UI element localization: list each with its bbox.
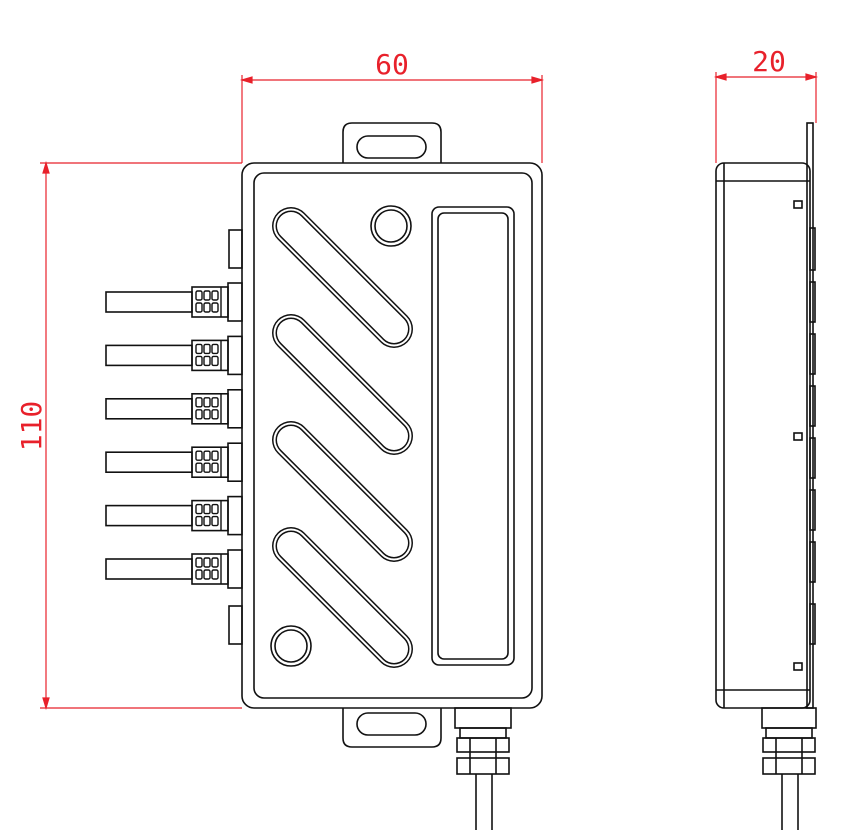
round-hole-bottom [270, 625, 312, 667]
side-housing [715, 162, 811, 709]
connector-1 [105, 282, 243, 322]
side-cable-gland [761, 707, 817, 830]
bottom-mounting-tab [342, 708, 442, 748]
depth-dimension [713, 72, 819, 163]
connector-2 [105, 335, 243, 376]
diagonal-slot-1 [272, 207, 413, 348]
side-ribs [809, 227, 816, 645]
diagonal-slot-2 [272, 314, 413, 455]
side-stud-bottom [228, 605, 243, 645]
side-marker-bottom [793, 662, 803, 671]
height-dimension [40, 160, 242, 711]
diagonal-slot-3 [272, 421, 413, 562]
connector-4 [105, 442, 243, 483]
front-view [105, 122, 543, 830]
left-connectors [105, 282, 243, 589]
connector-6 [105, 549, 243, 589]
side-marker-mid [793, 432, 803, 441]
housing-outer [241, 162, 543, 709]
width-dimension [239, 75, 545, 163]
housing-inner [253, 172, 533, 699]
height-label: 110 [15, 401, 48, 452]
round-hole-top [370, 205, 412, 247]
side-marker-top [793, 200, 803, 209]
diagonal-slot-4 [272, 527, 413, 668]
side-view [715, 122, 817, 830]
connector-3 [105, 388, 243, 429]
connector-5 [105, 495, 243, 536]
depth-label: 20 [752, 45, 786, 78]
dimensions [40, 72, 819, 711]
display-window [431, 206, 515, 666]
top-mounting-tab [342, 122, 442, 163]
bottom-cable-gland [454, 707, 512, 830]
width-label: 60 [375, 48, 409, 81]
side-stud-top [228, 229, 243, 269]
